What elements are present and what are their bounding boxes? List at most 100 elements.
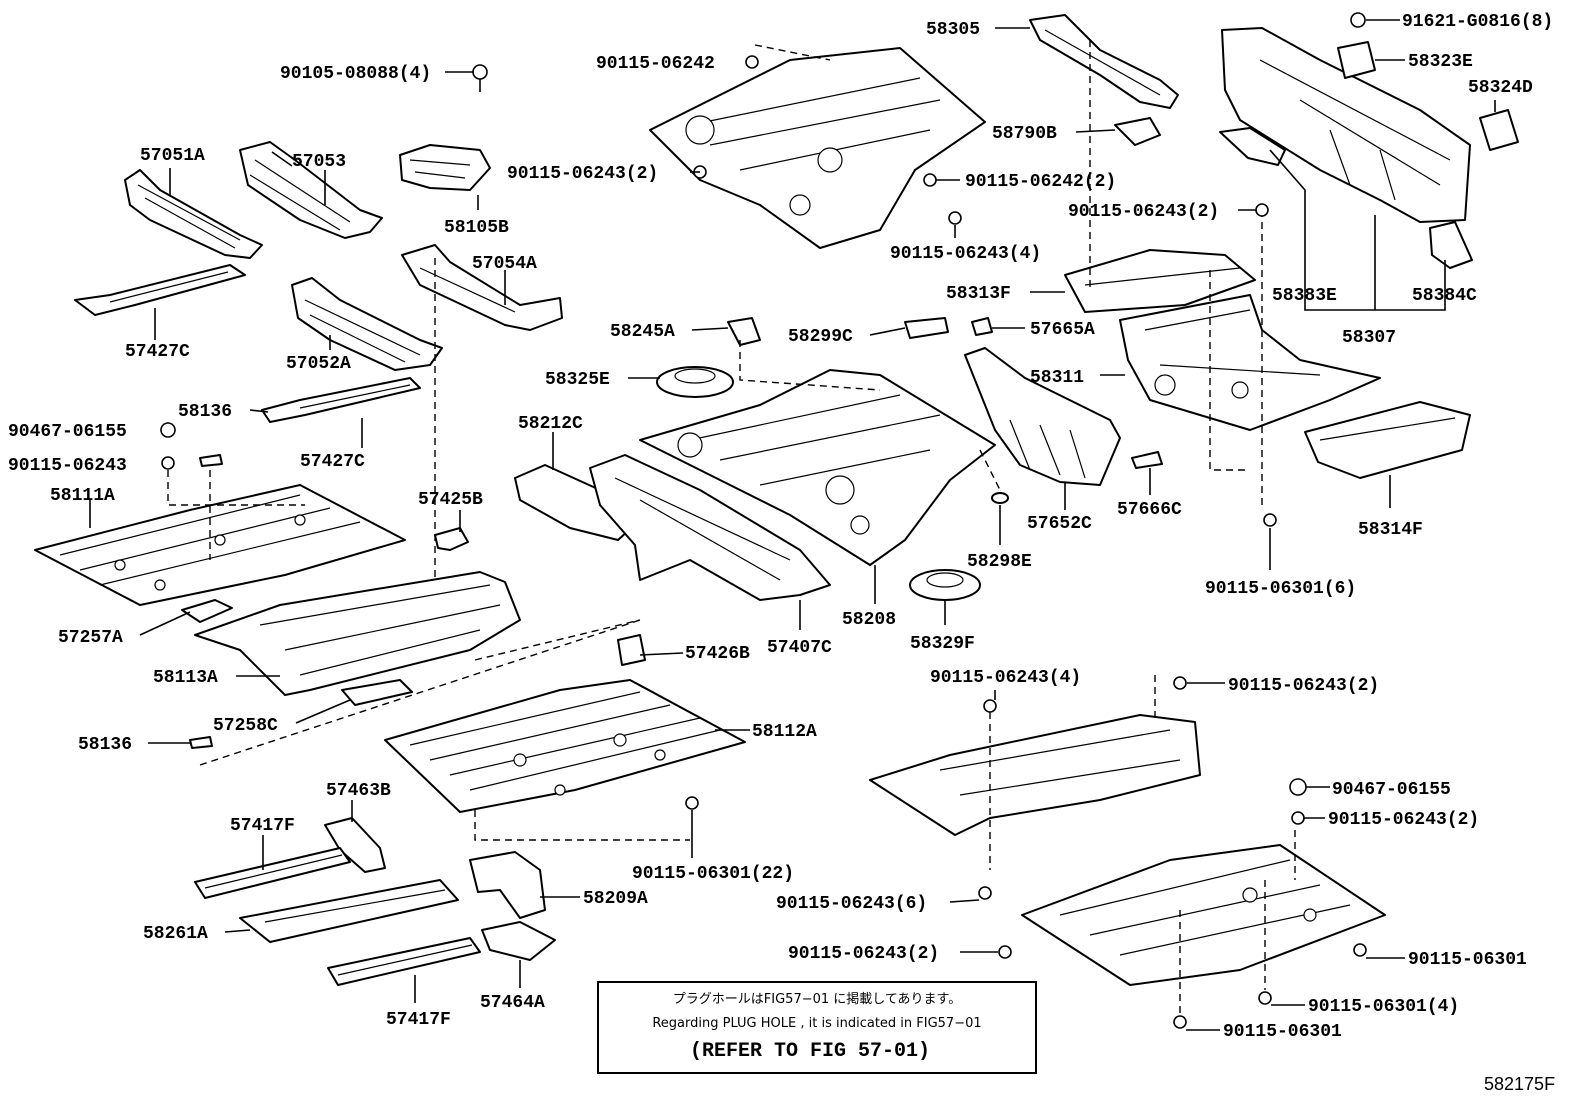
part-58209A xyxy=(469,851,546,919)
note-line-ref: (REFER TO FIG 57-01) xyxy=(690,1040,930,1063)
label-58136-upper: 58136 xyxy=(178,402,232,422)
label-57665A: 57665A xyxy=(1030,320,1095,340)
part-58136-lower xyxy=(189,736,213,749)
label-90115-06243-4-bottom: 90115-06243(4) xyxy=(930,668,1081,688)
leader-line xyxy=(139,611,191,636)
label-90115-06301-22: 90115-06301(22) xyxy=(632,864,794,884)
part-57666C xyxy=(1131,451,1163,469)
dashed-line xyxy=(754,44,831,61)
part-57051A xyxy=(124,169,263,259)
part-58384C xyxy=(1429,221,1473,269)
bolt-icon xyxy=(160,422,176,438)
part-58136-upper xyxy=(199,454,223,467)
dashed-line xyxy=(979,449,1001,491)
label-58311: 58311 xyxy=(1030,368,1084,388)
label-90467-06155-left: 90467-06155 xyxy=(8,422,127,442)
label-90115-06243-4-top: 90115-06243(4) xyxy=(890,244,1041,264)
label-58324D: 58324D xyxy=(1468,78,1533,98)
label-57427C-lower: 57427C xyxy=(300,452,365,472)
part-58113A xyxy=(194,571,521,696)
part-58298E xyxy=(991,492,1009,504)
part-58305 xyxy=(1029,14,1179,109)
label-57053: 57053 xyxy=(292,152,346,172)
plug-hole-note: プラグホールはFIG57−01 に掲載してあります。 Regarding PLU… xyxy=(597,981,1037,1074)
bolt-icon xyxy=(983,699,997,713)
figure-code: 582175F xyxy=(1484,1074,1555,1094)
part-58313F xyxy=(1064,249,1256,313)
bolt-icon xyxy=(1263,513,1277,527)
bolt-icon xyxy=(1353,943,1367,957)
label-57051A: 57051A xyxy=(140,146,205,166)
part-58299C xyxy=(904,317,949,339)
bolt-icon xyxy=(1291,811,1305,825)
label-58383E: 58383E xyxy=(1272,286,1337,306)
bolt-icon xyxy=(1255,203,1269,217)
label-57666C: 57666C xyxy=(1117,500,1182,520)
dashed-line xyxy=(739,340,881,391)
part-57257A xyxy=(181,599,233,623)
bolt-icon xyxy=(1173,676,1187,690)
label-57427C-upper: 57427C xyxy=(125,342,190,362)
leader-line xyxy=(949,899,980,903)
label-58208: 58208 xyxy=(842,610,896,630)
bolt-icon xyxy=(161,456,175,470)
part-58790B xyxy=(1114,117,1161,146)
dashed-line xyxy=(167,470,305,506)
label-58261A: 58261A xyxy=(143,924,208,944)
label-90115-06243-2-bottom-b: 90115-06243(2) xyxy=(1328,810,1479,830)
part-58307 xyxy=(1221,27,1471,223)
leader-line xyxy=(1269,149,1446,311)
label-57417F-upper: 57417F xyxy=(230,816,295,836)
bolt-icon xyxy=(948,211,962,225)
label-57258C: 57258C xyxy=(213,716,278,736)
label-90115-06243-left: 90115-06243 xyxy=(8,456,127,476)
leader-line xyxy=(1075,129,1116,133)
bolt-icon xyxy=(978,886,992,900)
label-58111A: 58111A xyxy=(50,486,115,506)
part-58323E xyxy=(1337,41,1376,79)
dashed-line xyxy=(474,810,690,841)
label-58790B: 58790B xyxy=(992,124,1057,144)
leader-line xyxy=(249,409,269,413)
part-57054A xyxy=(401,244,563,331)
bolt-icon xyxy=(1173,1015,1187,1029)
label-57425B: 57425B xyxy=(418,490,483,510)
label-58313F: 58313F xyxy=(946,284,1011,304)
part-58261A xyxy=(239,879,459,943)
label-58212C: 58212C xyxy=(518,414,583,434)
label-57652C: 57652C xyxy=(1027,514,1092,534)
label-91621-G0816-8: 91621-G0816(8) xyxy=(1402,12,1553,32)
part-57427C-upper xyxy=(74,264,246,316)
part-57258C xyxy=(341,679,413,706)
label-58112A: 58112A xyxy=(752,722,817,742)
label-90467-06155-right: 90467-06155 xyxy=(1332,780,1451,800)
label-57463B: 57463B xyxy=(326,781,391,801)
part-58329F xyxy=(909,569,981,601)
part-57652C xyxy=(964,347,1121,486)
part-57052A xyxy=(291,277,443,371)
part-57464A xyxy=(481,921,556,961)
label-57052A: 57052A xyxy=(286,354,351,374)
part-57665A xyxy=(971,317,993,336)
label-90115-06301-6: 90115-06301(6) xyxy=(1205,579,1356,599)
label-90115-06242-2: 90115-06242(2) xyxy=(965,172,1116,192)
part-rear-floor-upper xyxy=(649,47,986,249)
leader-line xyxy=(691,327,729,331)
label-90115-06243-2-bottom-c: 90115-06243(2) xyxy=(788,944,939,964)
label-57054A: 57054A xyxy=(472,254,537,274)
label-58209A: 58209A xyxy=(583,889,648,909)
label-90115-06243-2-top: 90115-06243(2) xyxy=(507,164,658,184)
label-90115-06243-2-right: 90115-06243(2) xyxy=(1068,202,1219,222)
part-58112A xyxy=(384,679,746,813)
bolt-icon xyxy=(1289,778,1307,796)
part-57053 xyxy=(239,141,383,239)
label-58329F: 58329F xyxy=(910,634,975,654)
label-90115-06301-right-a: 90115-06301 xyxy=(1408,950,1527,970)
label-90115-06243-2-bottom-a: 90115-06243(2) xyxy=(1228,676,1379,696)
note-line-en: Regarding PLUG HOLE , it is indicated in… xyxy=(652,1016,981,1031)
bolt-icon xyxy=(745,55,759,69)
bolt-icon xyxy=(1350,12,1366,28)
label-58105B: 58105B xyxy=(444,218,509,238)
bolt-icon xyxy=(472,64,488,92)
